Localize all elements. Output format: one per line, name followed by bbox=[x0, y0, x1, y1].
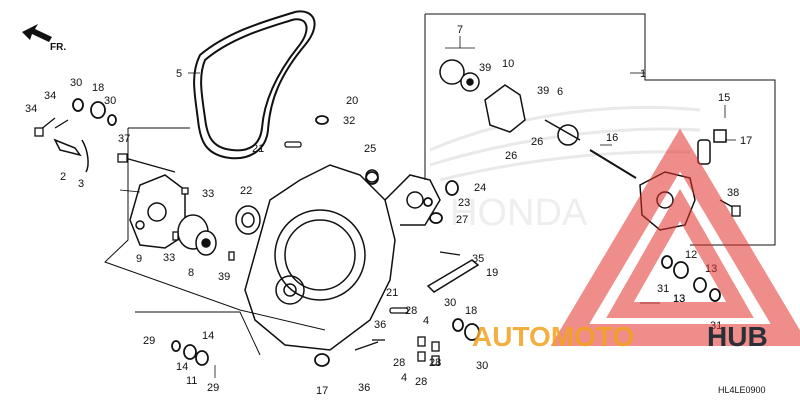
strip-gasket-icon bbox=[426, 259, 480, 293]
callout-28-bottom: 28 bbox=[415, 376, 427, 388]
callout-19: 19 bbox=[486, 267, 498, 279]
callout-21-top: 21 bbox=[252, 143, 264, 155]
callout-28-right: 28 bbox=[429, 357, 441, 369]
callout-30-mid: 30 bbox=[444, 297, 456, 309]
front-arrow-icon: FR. bbox=[22, 24, 66, 53]
callout-5: 5 bbox=[176, 68, 182, 80]
callout-29-left: 29 bbox=[143, 335, 155, 347]
callout-10: 10 bbox=[502, 58, 514, 70]
callout-29-right: 29 bbox=[207, 382, 219, 394]
callout-20: 20 bbox=[346, 95, 358, 107]
o-ring-icons bbox=[72, 98, 721, 367]
assembly-box-bottom bbox=[135, 311, 261, 356]
callout-21-bottom: 21 bbox=[386, 287, 398, 299]
brand-wing-background: HONDA bbox=[429, 105, 701, 234]
callout-15: 15 bbox=[718, 92, 730, 104]
callout-17-top: 17 bbox=[740, 135, 752, 147]
callout-3: 3 bbox=[78, 178, 84, 190]
callout-12: 12 bbox=[685, 249, 697, 261]
callout-28-top: 28 bbox=[405, 305, 417, 317]
callout-34-top: 34 bbox=[44, 90, 56, 102]
callout-4-bottom: 4 bbox=[401, 372, 407, 384]
watermark-text-primary: AUTOMOTO bbox=[472, 321, 634, 352]
callout-30-top: 30 bbox=[70, 77, 82, 89]
bolt-icons bbox=[34, 117, 741, 351]
callout-39-mid: 39 bbox=[537, 85, 549, 97]
callout-36-bottom: 36 bbox=[358, 382, 370, 394]
callout-11: 11 bbox=[186, 375, 197, 387]
assembly-box-left bbox=[104, 127, 326, 331]
callout-7: 7 bbox=[457, 24, 463, 36]
automotohub-watermark-logo: AUTOMOTO HUB bbox=[472, 128, 800, 352]
watermark-text-secondary: HUB bbox=[707, 321, 768, 352]
callout-26-right: 26 bbox=[531, 136, 543, 148]
callout-25: 25 bbox=[364, 143, 376, 155]
callout-37: 37 bbox=[118, 133, 130, 145]
callout-1: 1 bbox=[640, 68, 646, 80]
callout-2: 2 bbox=[60, 171, 66, 183]
callout-28-left: 28 bbox=[393, 357, 405, 369]
direction-label: FR. bbox=[50, 42, 66, 53]
pump-gear-icon bbox=[439, 59, 581, 146]
callout-26-left: 26 bbox=[505, 150, 517, 162]
callout-38: 38 bbox=[727, 187, 739, 199]
callout-39-bottom: 39 bbox=[218, 271, 230, 283]
assembly-box-1 bbox=[424, 13, 776, 246]
callout-18-bottom: 18 bbox=[465, 305, 477, 317]
callout-33-top: 33 bbox=[202, 188, 214, 200]
callout-34-left: 34 bbox=[25, 103, 37, 115]
callout-4-top: 4 bbox=[423, 315, 429, 327]
callout-22: 22 bbox=[240, 185, 252, 197]
gasket-icon bbox=[193, 10, 316, 160]
callout-39-top: 39 bbox=[479, 62, 491, 74]
chain-guide-icon bbox=[53, 138, 89, 173]
callout-30-bottom: 30 bbox=[476, 360, 488, 372]
callout-16: 16 bbox=[606, 132, 618, 144]
crankcase-cover-icon bbox=[244, 164, 441, 351]
callout-24: 24 bbox=[474, 182, 486, 194]
callout-32: 32 bbox=[343, 115, 355, 127]
callout-36-top: 36 bbox=[374, 319, 386, 331]
callout-31-left: 31 bbox=[657, 283, 669, 295]
bearing-icon bbox=[235, 205, 261, 235]
callout-35: 35 bbox=[472, 253, 484, 265]
dowel-pin-icons bbox=[172, 141, 440, 366]
callout-33-bottom: 33 bbox=[163, 252, 175, 264]
callout-6: 6 bbox=[557, 86, 563, 98]
oil-pump-body-icon bbox=[129, 174, 186, 249]
callout-labels: 1 2 3 4 5 6 7 8 9 10 11 12 13 14 15 16 1… bbox=[25, 24, 752, 397]
diagram-code: HL4LE0900 bbox=[718, 385, 766, 395]
shaft-icon bbox=[589, 149, 637, 179]
oil-pump-rotor-icon bbox=[177, 214, 217, 256]
callout-18-top: 18 bbox=[92, 82, 104, 94]
callout-30-right: 30 bbox=[104, 95, 116, 107]
svg-text:HONDA: HONDA bbox=[450, 192, 588, 234]
callout-17-bottom: 17 bbox=[316, 385, 328, 397]
callout-23: 23 bbox=[458, 197, 470, 209]
callout-8: 8 bbox=[188, 267, 194, 279]
callout-14-left: 14 bbox=[176, 361, 188, 373]
callout-27: 27 bbox=[456, 214, 468, 226]
callout-14-right: 14 bbox=[202, 330, 214, 342]
callout-9: 9 bbox=[136, 253, 142, 265]
